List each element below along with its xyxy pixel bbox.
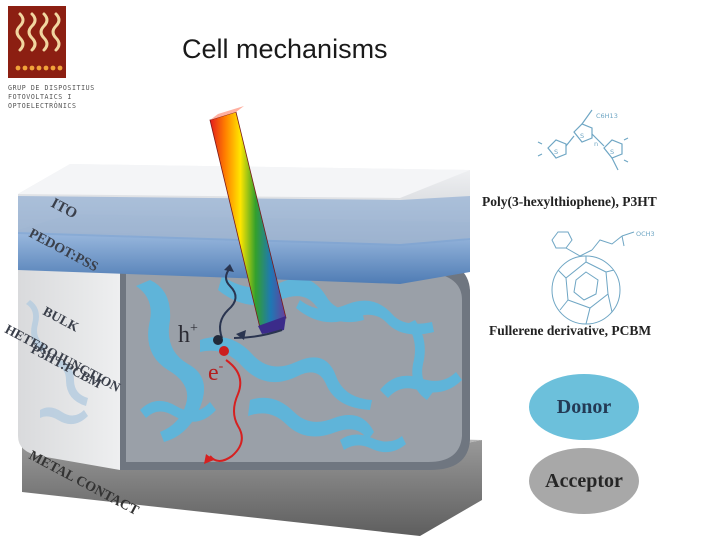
pcbm-methoxy: OCH3 (636, 230, 655, 238)
donor-legend: Donor (529, 374, 639, 440)
p3ht-s-3: S (610, 148, 614, 156)
electron-label: e- (208, 359, 224, 386)
light-beam (209, 106, 287, 334)
logo-line-3: OPTOELECTRÒNICS (8, 102, 77, 110)
charge-paths (204, 264, 283, 464)
hole-symbol: h (178, 322, 190, 348)
pcbm-structure: OCH3 (551, 230, 655, 325)
p3ht-s-1: S (554, 148, 558, 156)
hole-label: h+ (178, 321, 198, 348)
electron-superscript: - (219, 359, 224, 374)
p3ht-structure: C6H13 S S S n (537, 109, 629, 171)
logo-emblem (8, 6, 66, 78)
p3ht-s-2: S (580, 132, 584, 140)
hole-superscript: + (190, 321, 198, 336)
hole-dot (213, 335, 223, 345)
acceptor-legend: Acceptor (529, 448, 639, 514)
p3ht-sub-1: C6H13 (596, 112, 618, 120)
logo-line-1: GRUP DE DISPOSITIUS (8, 84, 95, 92)
page-title: Cell mechanisms (182, 34, 388, 64)
logo-line-2: FOTOVOLTAICS I (8, 93, 72, 101)
electron-symbol: e (208, 360, 219, 386)
p3ht-label: Poly(3-hexylthiophene), P3HT (482, 194, 657, 209)
logo-text: GRUP DE DISPOSITIUS FOTOVOLTAICS I OPTOE… (8, 84, 98, 111)
group-logo: GRUP DE DISPOSITIUS FOTOVOLTAICS I OPTOE… (8, 6, 94, 114)
bulk-heterojunction-layer (18, 242, 470, 470)
p3ht-n: n (594, 140, 598, 148)
electron-dot (219, 346, 229, 356)
pcbm-label: Fullerene derivative, PCBM (489, 323, 652, 338)
